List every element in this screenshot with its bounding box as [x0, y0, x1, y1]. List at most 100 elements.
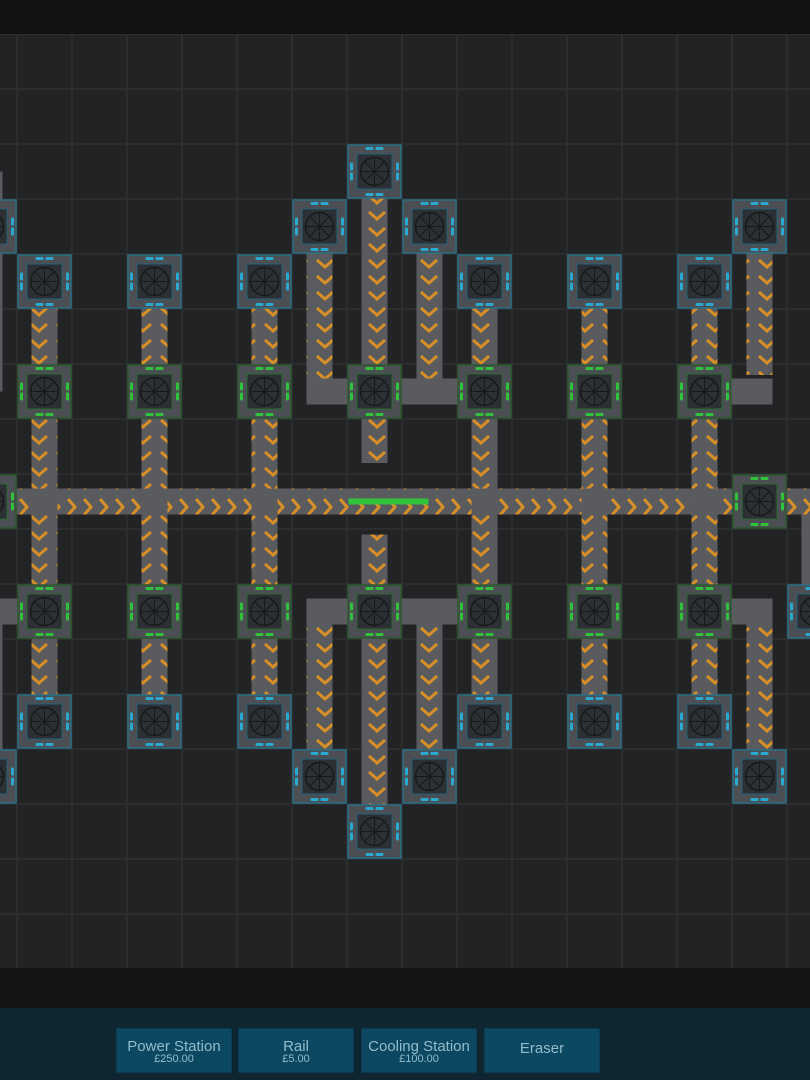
cooling-station[interactable]	[292, 749, 347, 804]
cooling-station[interactable]	[347, 144, 402, 199]
power-station[interactable]	[457, 584, 512, 639]
cooling-station[interactable]	[567, 254, 622, 309]
status-light	[726, 602, 729, 611]
cooling-station[interactable]	[17, 254, 72, 309]
rail-junction[interactable]	[31, 488, 58, 515]
cooling-station[interactable]	[17, 694, 72, 749]
cooling-station[interactable]	[127, 254, 182, 309]
power-station[interactable]	[17, 364, 72, 419]
rail-segment[interactable]	[416, 611, 443, 777]
fan-blade	[694, 281, 705, 292]
cooling-station[interactable]	[677, 694, 732, 749]
game-board[interactable]	[0, 34, 810, 968]
fan-blade	[594, 391, 605, 402]
cooling-station[interactable]	[237, 694, 292, 749]
active-power-line	[348, 498, 429, 505]
cooling-station[interactable]	[567, 694, 622, 749]
cooling-station[interactable]	[457, 694, 512, 749]
rail-junction[interactable]	[471, 488, 498, 515]
fan-blade	[364, 171, 375, 182]
status-light	[130, 282, 133, 291]
status-light	[475, 303, 484, 306]
status-light	[286, 282, 289, 291]
status-light	[145, 587, 154, 590]
power-station[interactable]	[457, 364, 512, 419]
status-light	[375, 633, 384, 636]
cooling-station[interactable]	[402, 749, 457, 804]
power-station[interactable]	[347, 584, 402, 639]
cooling-station[interactable]	[732, 199, 787, 254]
status-light	[460, 282, 463, 291]
rail-segment[interactable]	[801, 501, 810, 612]
fan-blade	[254, 271, 265, 282]
rail-segment[interactable]	[306, 611, 333, 777]
status-light	[66, 382, 69, 391]
rail-junction[interactable]	[251, 488, 278, 515]
fan-blade	[254, 711, 265, 722]
status-light	[570, 722, 573, 731]
rail-segment[interactable]	[361, 611, 388, 832]
power-station-label: Power Station	[127, 1038, 221, 1055]
status-light	[570, 712, 573, 721]
status-light	[265, 367, 274, 370]
cooling-station[interactable]	[677, 254, 732, 309]
cooling-station[interactable]	[292, 199, 347, 254]
power-station-button[interactable]: Power Station £250.00	[116, 1028, 232, 1073]
status-light	[506, 272, 509, 281]
cooling-station[interactable]	[0, 199, 17, 254]
status-light	[265, 743, 274, 746]
status-light	[396, 602, 399, 611]
fan-blade	[704, 271, 715, 282]
power-station[interactable]	[17, 584, 72, 639]
cooling-station[interactable]	[787, 584, 810, 639]
rail-label: Rail	[283, 1038, 309, 1055]
cooling-station[interactable]	[457, 254, 512, 309]
rail-segment[interactable]	[306, 226, 333, 392]
power-station[interactable]	[732, 474, 787, 529]
power-station[interactable]	[567, 584, 622, 639]
fan-blade	[319, 226, 330, 237]
cooling-station[interactable]	[237, 254, 292, 309]
rail-segment[interactable]	[361, 171, 388, 392]
rail-segment[interactable]	[0, 171, 3, 392]
status-light	[595, 743, 604, 746]
status-light	[616, 722, 619, 731]
power-station[interactable]	[127, 364, 182, 419]
rail-junction[interactable]	[141, 488, 168, 515]
rail-button[interactable]: Rail £5.00	[238, 1028, 354, 1073]
fan-blade	[594, 711, 605, 722]
rail-junction[interactable]	[581, 488, 608, 515]
fan-blade	[44, 271, 55, 282]
fan-blade	[34, 281, 45, 292]
status-light	[365, 147, 374, 150]
power-station[interactable]	[0, 474, 17, 529]
status-light	[695, 697, 704, 700]
status-light	[45, 257, 54, 260]
cooling-station[interactable]	[347, 804, 402, 859]
power-station[interactable]	[677, 364, 732, 419]
fan-blade	[264, 601, 275, 612]
power-station[interactable]	[677, 584, 732, 639]
fan-blade	[704, 721, 715, 732]
status-light	[726, 282, 729, 291]
power-station[interactable]	[237, 584, 292, 639]
power-station[interactable]	[567, 364, 622, 419]
power-station[interactable]	[347, 364, 402, 419]
status-light	[240, 392, 243, 401]
cooling-station-button[interactable]: Cooling Station £100.00	[361, 1028, 477, 1073]
build-toolbar: Power Station £250.00 Rail £5.00 Cooling…	[0, 1008, 810, 1080]
eraser-button[interactable]: Eraser	[484, 1028, 600, 1073]
rail-segment[interactable]	[746, 611, 773, 777]
cooling-station[interactable]	[732, 749, 787, 804]
rail-segment[interactable]	[416, 226, 443, 392]
power-station[interactable]	[127, 584, 182, 639]
cooling-station[interactable]	[127, 694, 182, 749]
cooling-station[interactable]	[402, 199, 457, 254]
rail-segment[interactable]	[0, 611, 3, 777]
power-station[interactable]	[237, 364, 292, 419]
status-light	[420, 248, 429, 251]
rail-junction[interactable]	[691, 488, 718, 515]
cooling-station[interactable]	[0, 749, 17, 804]
fan-blade	[704, 281, 715, 292]
fan-blade	[759, 491, 770, 502]
